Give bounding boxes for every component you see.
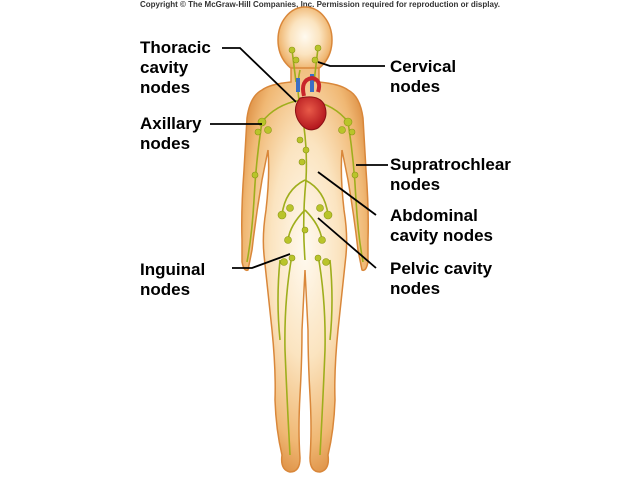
leader-lines: [210, 47, 388, 269]
leader-thoracic: [222, 47, 297, 103]
body-silhouette: [241, 6, 369, 473]
label-inguinal-nodes: Inguinal nodes: [140, 260, 206, 299]
label-cervical-nodes: Cervical nodes: [390, 57, 457, 96]
lymph-nodes: [251, 44, 359, 266]
leader-pelvic: [317, 217, 377, 269]
label-supratrochlear-nodes: Supratrochlear nodes: [390, 155, 511, 194]
leader-abdominal: [317, 171, 377, 216]
label-thoracic-cavity-nodes: Thoracic cavity nodes: [140, 38, 211, 97]
leader-inguinal: [232, 253, 291, 269]
heart: [294, 74, 327, 131]
copyright-notice: Copyright © The McGraw-Hill Companies, I…: [139, 0, 501, 9]
label-pelvic-cavity-nodes: Pelvic cavity nodes: [390, 259, 493, 298]
label-abdominal-cavity-nodes: Abdominal cavity nodes: [390, 206, 493, 245]
leader-cervical: [317, 61, 385, 67]
label-axillary-nodes: Axillary nodes: [140, 114, 202, 153]
